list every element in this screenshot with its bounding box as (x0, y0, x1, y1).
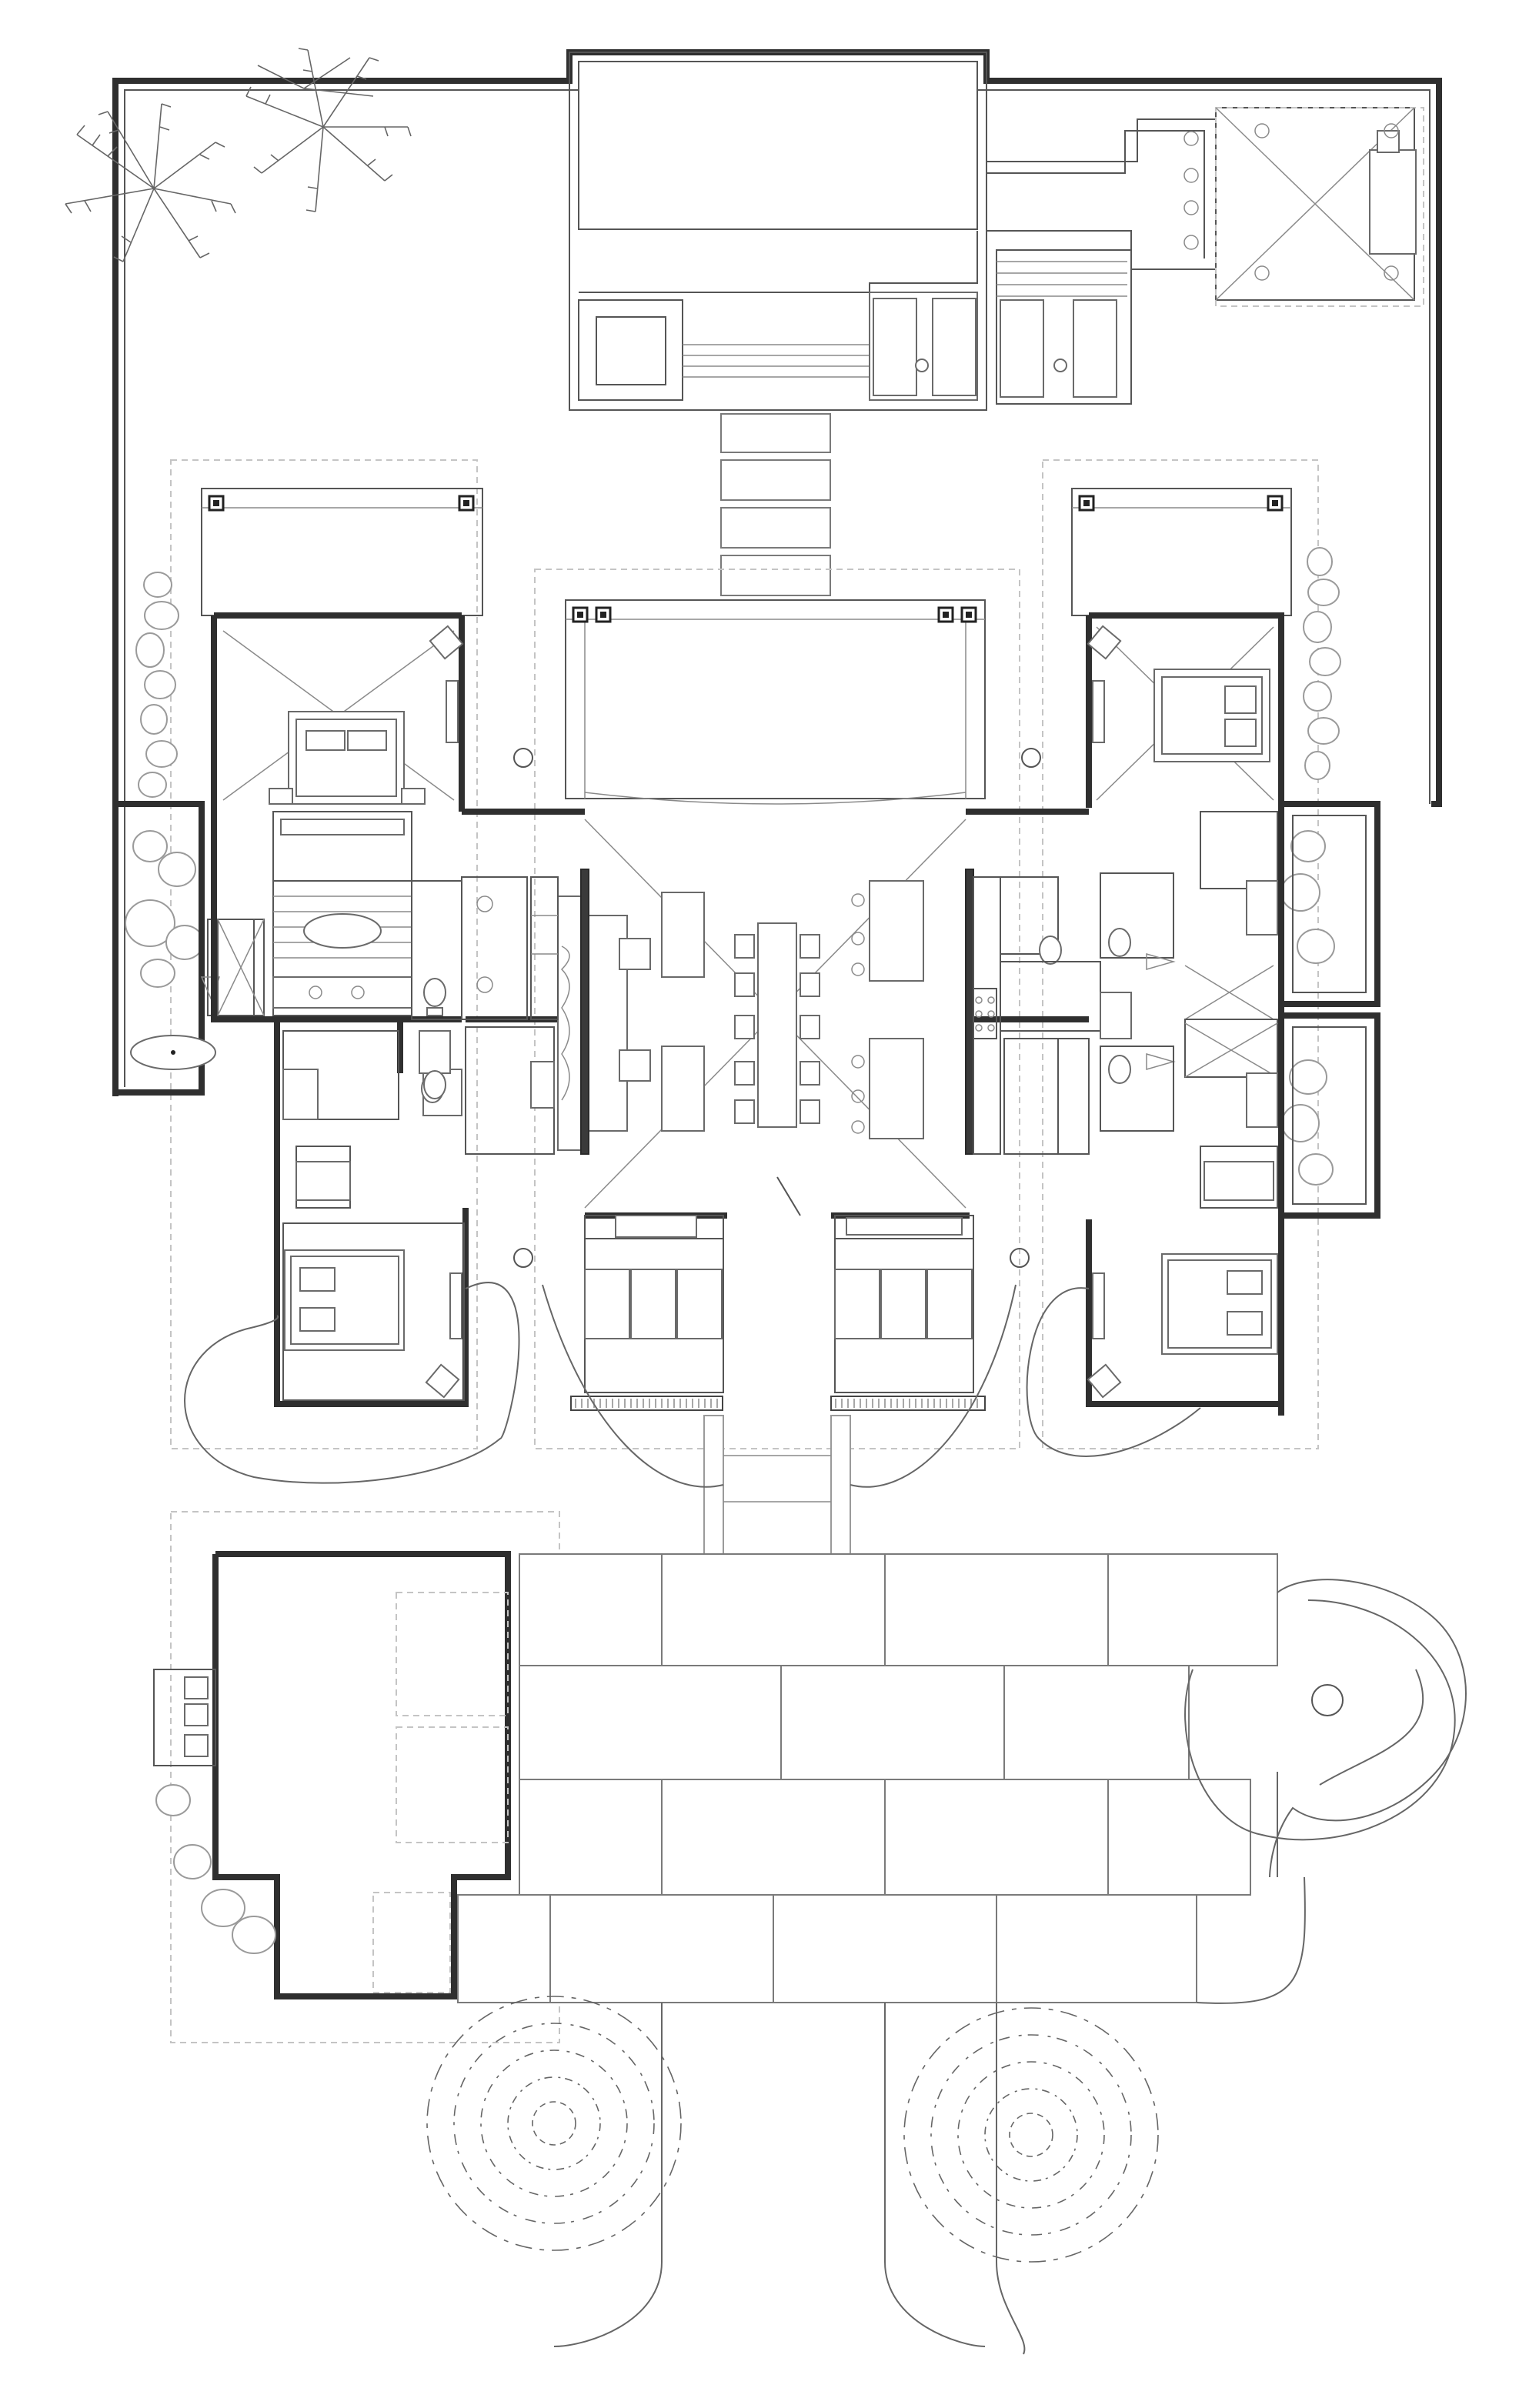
motor-court (457, 1553, 1467, 2355)
pool-terrace (569, 52, 987, 411)
tree-icon (903, 2007, 1159, 2263)
bedroom-sw (274, 1019, 469, 1407)
pergola-center (565, 599, 986, 805)
tree-icon (426, 1996, 682, 2251)
outdoor-bath (115, 801, 255, 1096)
pergola-ne (1071, 488, 1292, 616)
stepping-pavers (720, 413, 831, 596)
cabana-ne (1215, 107, 1424, 307)
palm-tree-icon (65, 48, 412, 262)
garden-stones-west (125, 572, 204, 988)
bedroom-se (1086, 1019, 1281, 1407)
kitchen (965, 869, 1132, 1155)
garden-stones-east (1280, 547, 1341, 1186)
bedroom-ne (1086, 612, 1284, 1416)
pool-deck-east (986, 88, 1217, 405)
pergola-nw (201, 488, 483, 616)
south-terraces (184, 1238, 1201, 1555)
bedroom-nw (211, 612, 465, 1022)
great-room (419, 748, 1089, 1268)
garage (153, 1551, 511, 1999)
outdoor-showers-east (1281, 801, 1380, 1219)
